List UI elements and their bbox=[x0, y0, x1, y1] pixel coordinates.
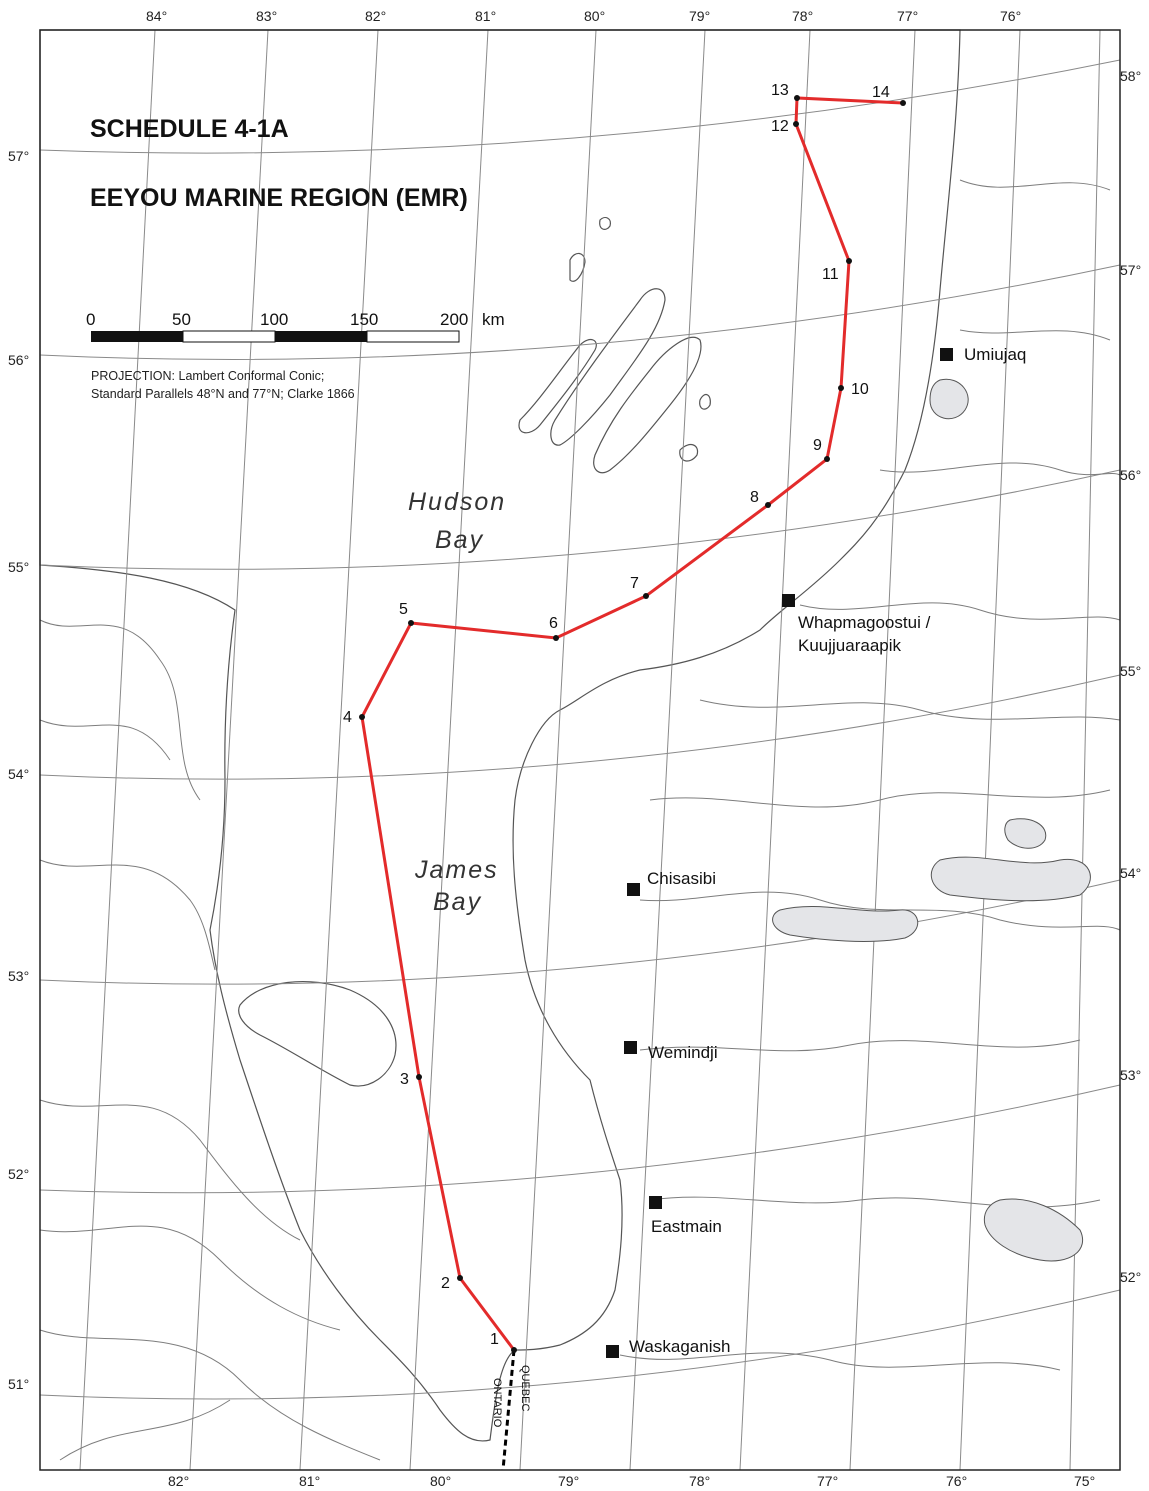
lon-bottom-79: 79° bbox=[558, 1473, 579, 1489]
longitude-ticks-bottom: 82° 81° 80° 79° 78° 77° 76° 75° bbox=[168, 1473, 1095, 1489]
lat-left-54: 54° bbox=[8, 766, 29, 782]
community-label-umiujaq: Umiujaq bbox=[964, 345, 1026, 364]
lakes bbox=[772, 378, 1091, 1262]
belcher-islands bbox=[518, 216, 711, 474]
community-marker-whapmagoostui bbox=[782, 594, 795, 607]
community-label-chisasibi: Chisasibi bbox=[647, 869, 716, 888]
lat-right-52: 52° bbox=[1120, 1269, 1141, 1285]
point-label-8: 8 bbox=[750, 489, 759, 506]
lat-left-51: 51° bbox=[8, 1376, 29, 1392]
scale-label-50: 50 bbox=[172, 310, 191, 329]
point-label-13: 13 bbox=[771, 82, 789, 99]
community-label-eastmain: Eastmain bbox=[651, 1217, 722, 1236]
latitude-ticks-right: 58° 57° 56° 55° 54° 53° 52° bbox=[1120, 68, 1141, 1285]
boundary-point-labels: 1 2 3 4 5 6 7 8 9 10 11 12 13 14 bbox=[343, 82, 890, 1348]
community-marker-eastmain bbox=[649, 1196, 662, 1209]
lat-left-57: 57° bbox=[8, 148, 29, 164]
point-label-2: 2 bbox=[441, 1275, 450, 1292]
map-frame bbox=[39, 29, 1121, 1471]
map-title: SCHEDULE 4-1A EEYOU MARINE REGION (EMR) bbox=[90, 115, 468, 212]
hudson-bay-label-2: Bay bbox=[435, 526, 484, 554]
community-marker-chisasibi bbox=[627, 883, 640, 896]
graticule bbox=[39, 29, 1121, 1471]
community-marker-waskaganish bbox=[606, 1345, 619, 1358]
scale-label-150: 150 bbox=[350, 310, 378, 329]
point-label-14: 14 bbox=[872, 84, 890, 101]
lat-left-55: 55° bbox=[8, 559, 29, 575]
scale-bar: 0 50 100 150 200 km bbox=[86, 310, 505, 343]
point-label-6: 6 bbox=[549, 615, 558, 632]
lon-top-77: 77° bbox=[897, 8, 918, 24]
projection-note: PROJECTION: Lambert Conformal Conic; Sta… bbox=[91, 369, 355, 401]
point-label-3: 3 bbox=[400, 1071, 409, 1088]
lat-right-54: 54° bbox=[1120, 865, 1141, 881]
title-line-2: EEYOU MARINE REGION (EMR) bbox=[90, 184, 468, 212]
lon-top-83: 83° bbox=[256, 8, 277, 24]
ontario-label: ONTARIO bbox=[491, 1378, 503, 1428]
lat-right-57: 57° bbox=[1120, 262, 1141, 278]
provincial-border bbox=[501, 1349, 516, 1471]
hudson-james-bay-water bbox=[39, 29, 961, 1442]
lon-top-79: 79° bbox=[689, 8, 710, 24]
communities: Umiujaq Whapmagoostui / Kuujjuaraapik Ch… bbox=[606, 345, 1026, 1358]
lat-right-58: 58° bbox=[1120, 68, 1141, 84]
lat-left-53: 53° bbox=[8, 968, 29, 984]
point-label-9: 9 bbox=[813, 437, 822, 454]
lat-right-56: 56° bbox=[1120, 467, 1141, 483]
lon-bottom-78: 78° bbox=[689, 1473, 710, 1489]
emr-boundary-line bbox=[360, 96, 904, 1351]
community-label-kuujjuaraapik: Kuujjuaraapik bbox=[798, 636, 902, 655]
scale-label-0: 0 bbox=[86, 310, 95, 329]
community-label-wemindji: Wemindji bbox=[648, 1043, 718, 1062]
boundary-vertices bbox=[359, 95, 906, 1353]
water-labels: Hudson Bay James Bay bbox=[408, 488, 506, 916]
scale-label-200: 200 bbox=[440, 310, 468, 329]
scale-label-100: 100 bbox=[260, 310, 288, 329]
lat-right-55: 55° bbox=[1120, 663, 1141, 679]
lat-right-53: 53° bbox=[1120, 1067, 1141, 1083]
quebec-label: QUEBEC bbox=[519, 1365, 531, 1412]
lon-top-76: 76° bbox=[1000, 8, 1021, 24]
point-label-7: 7 bbox=[630, 575, 639, 592]
james-bay-label-1: James bbox=[414, 856, 499, 884]
point-label-5: 5 bbox=[399, 601, 408, 618]
point-label-1: 1 bbox=[490, 1331, 499, 1348]
lon-bottom-76: 76° bbox=[946, 1473, 967, 1489]
point-label-11: 11 bbox=[822, 266, 839, 283]
lon-top-82: 82° bbox=[365, 8, 386, 24]
community-marker-wemindji bbox=[624, 1041, 637, 1054]
lon-bottom-75: 75° bbox=[1074, 1473, 1095, 1489]
lat-left-52: 52° bbox=[8, 1166, 29, 1182]
projection-line-1: PROJECTION: Lambert Conformal Conic; bbox=[91, 369, 324, 383]
james-bay-label-2: Bay bbox=[433, 888, 482, 916]
lon-bottom-81: 81° bbox=[299, 1473, 320, 1489]
community-marker-umiujaq bbox=[940, 348, 953, 361]
hudson-bay-label-1: Hudson bbox=[408, 488, 506, 516]
lon-top-78: 78° bbox=[792, 8, 813, 24]
community-label-waskaganish: Waskaganish bbox=[629, 1337, 730, 1356]
point-label-10: 10 bbox=[851, 381, 869, 398]
lon-bottom-82: 82° bbox=[168, 1473, 189, 1489]
scale-unit: km bbox=[482, 310, 505, 329]
point-label-4: 4 bbox=[343, 709, 352, 726]
community-label-whapmagoostui: Whapmagoostui / bbox=[798, 613, 931, 632]
lon-bottom-77: 77° bbox=[817, 1473, 838, 1489]
lon-bottom-80: 80° bbox=[430, 1473, 451, 1489]
longitude-ticks-top: 84° 83° 82° 81° 80° 79° 78° 77° 76° bbox=[146, 8, 1021, 24]
latitude-ticks-left: 57° 56° 55° 54° 53° 52° 51° bbox=[8, 148, 29, 1392]
lon-top-81: 81° bbox=[475, 8, 496, 24]
lat-left-56: 56° bbox=[8, 352, 29, 368]
title-line-1: SCHEDULE 4-1A bbox=[90, 115, 289, 143]
lon-top-84: 84° bbox=[146, 8, 167, 24]
projection-line-2: Standard Parallels 48°N and 77°N; Clarke… bbox=[91, 387, 355, 401]
lon-top-80: 80° bbox=[584, 8, 605, 24]
point-label-12: 12 bbox=[771, 118, 789, 135]
